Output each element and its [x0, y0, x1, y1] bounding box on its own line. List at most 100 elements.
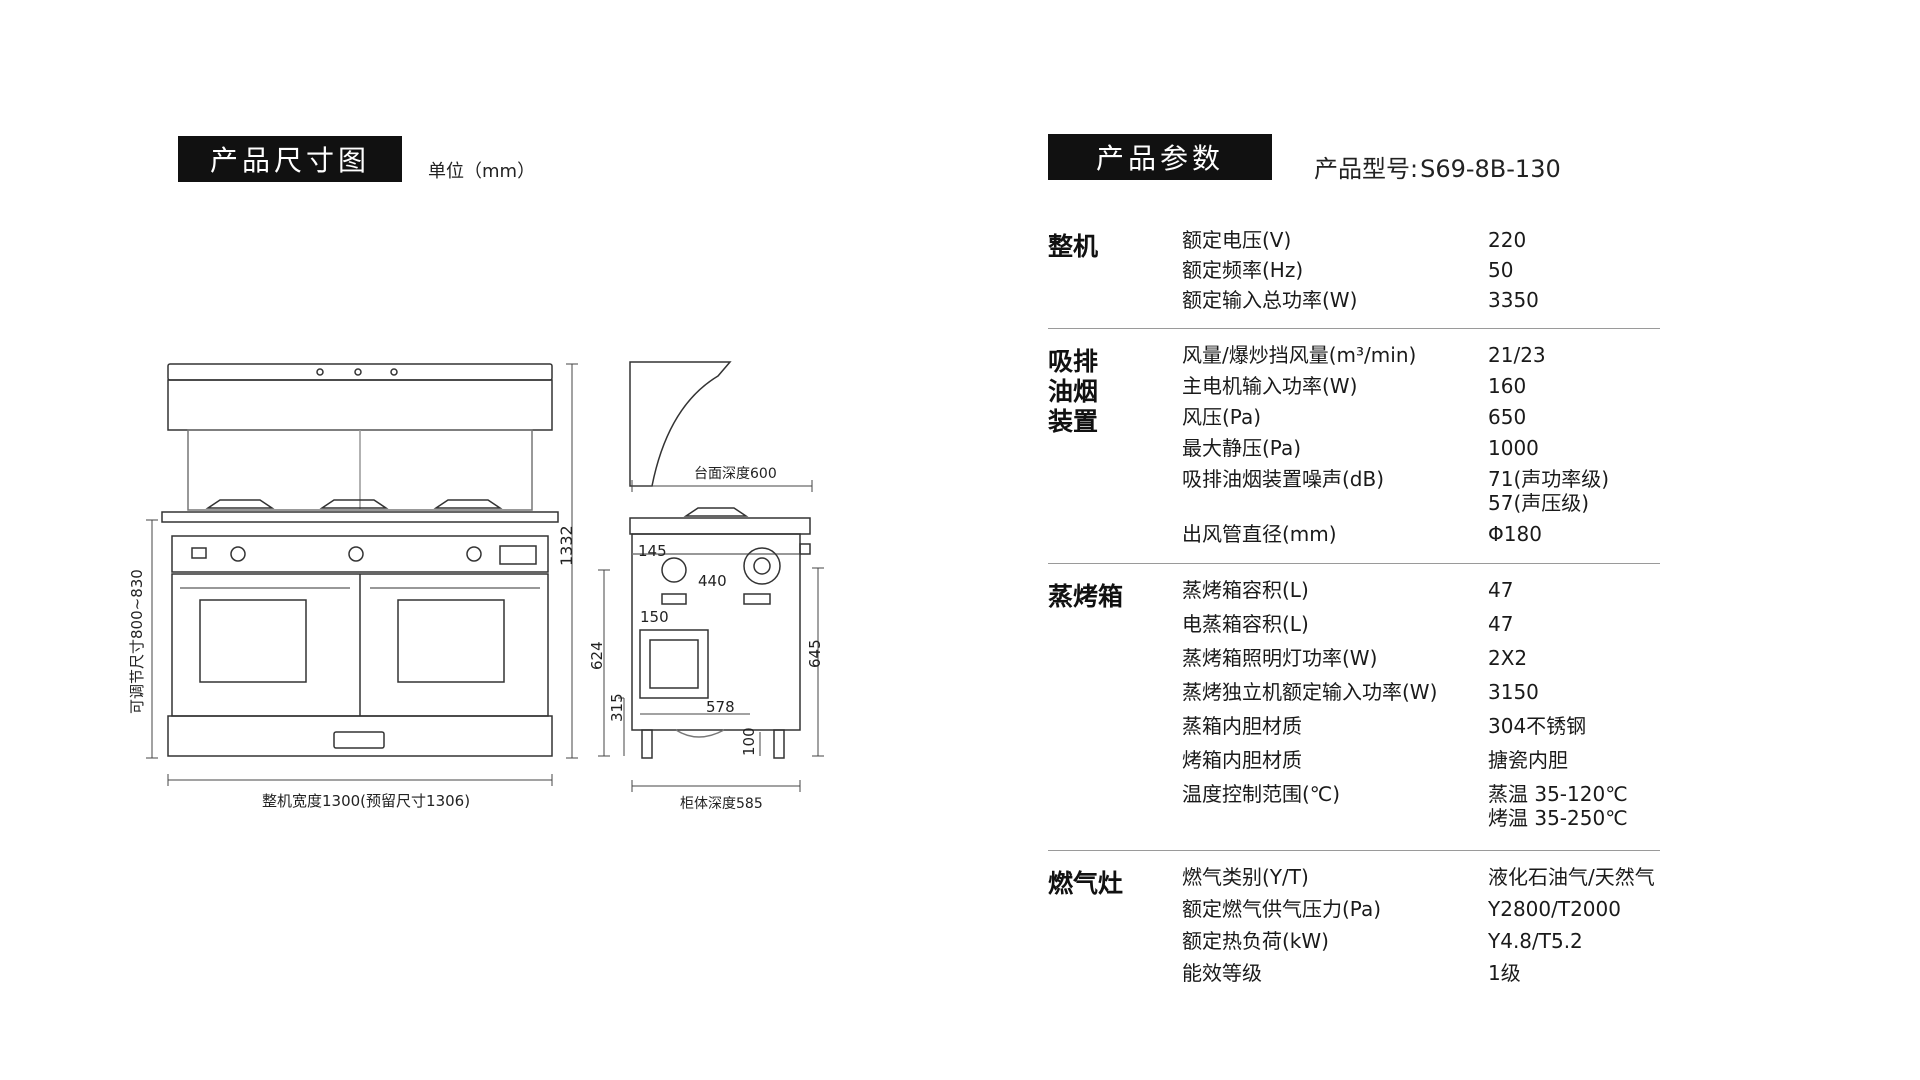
dim-100: 100	[740, 727, 758, 756]
spec-row: 出风管直径(mm) Φ180	[1182, 522, 1660, 546]
spec-label: 额定电压(V)	[1182, 228, 1292, 252]
side-view	[629, 361, 811, 759]
gas-inlet-icon	[661, 557, 687, 583]
spec-value: 2X2	[1488, 646, 1528, 670]
leg-icon	[773, 729, 785, 759]
spec-row: 蒸烤箱容积(L)47	[1182, 578, 1660, 602]
hood-button-icon	[354, 368, 362, 376]
spec-label: 烤箱内胆材质	[1182, 748, 1302, 772]
dim-315: 315	[608, 693, 626, 722]
spec-value: 3150	[1488, 680, 1539, 704]
hood-top	[167, 363, 553, 381]
spec-value: 液化石油气/天然气	[1488, 865, 1655, 889]
spec-value: 304不锈钢	[1488, 714, 1587, 738]
spec-label: 出风管直径(mm)	[1182, 522, 1337, 546]
spec-label: 吸排油烟装置噪声(dB)	[1182, 467, 1385, 491]
spec-value: 21/23	[1488, 343, 1546, 367]
spec-value: Y4.8/T5.2	[1488, 929, 1583, 953]
spec-value: Y2800/T2000	[1488, 897, 1621, 921]
oven-door-left	[199, 599, 307, 683]
adjustable-height-label: 可调节尺寸800~830	[128, 569, 146, 714]
model-value: S69-8B-130	[1420, 155, 1561, 183]
dim-440: 440	[698, 572, 727, 590]
spec-value: 220	[1488, 228, 1527, 252]
dim-150: 150	[640, 608, 669, 626]
spec-label: 最大静压(Pa)	[1182, 436, 1302, 460]
knob-icon	[466, 546, 482, 562]
exhaust-outlet-icon	[743, 547, 781, 585]
spec-table: 整机 额定电压(V)220 额定频率(Hz)50 额定输入总功率(W)3350 …	[1048, 228, 1660, 1017]
spec-row: 蒸烤独立机额定输入功率(W) 3150	[1182, 680, 1660, 704]
spec-value: 搪瓷内胆	[1488, 748, 1568, 772]
spec-section-gas-stove: 燃气灶 燃气类别(Y/T) 液化石油气/天然气 额定燃气供气压力(Pa) Y2800…	[1048, 865, 1660, 1003]
spec-row: 风量/爆炒挡风量(m³/min) 21/23	[1182, 343, 1660, 367]
dim-624: 624	[588, 641, 606, 670]
oven-door-right	[397, 599, 505, 683]
spec-category: 蒸烤箱	[1048, 582, 1124, 611]
knob-icon	[230, 546, 246, 562]
parameters-title: 产品参数	[1048, 134, 1272, 180]
spec-category: 燃气灶	[1048, 869, 1124, 898]
spec-label: 主电机输入功率(W)	[1182, 374, 1358, 398]
spec-value: 50	[1488, 258, 1514, 282]
spec-label: 蒸箱内胆材质	[1182, 714, 1302, 738]
burner-right-icon	[433, 499, 503, 509]
spec-row: 烤箱内胆材质 搪瓷内胆	[1182, 748, 1660, 772]
display-panel	[499, 545, 537, 565]
model-number: 产品型号:S69-8B-130	[1312, 149, 1561, 184]
spec-row: 能效等级 1级	[1182, 961, 1660, 985]
dim-145: 145	[638, 542, 667, 560]
burner-left-icon	[205, 499, 275, 509]
spec-row: 电蒸箱容积(L)47	[1182, 612, 1660, 636]
spec-row: 蒸箱内胆材质 304不锈钢	[1182, 714, 1660, 738]
cabinet-side	[631, 533, 801, 731]
oven-frame	[171, 573, 549, 717]
spec-row: 蒸烤箱照明灯功率(W) 2X2	[1182, 646, 1660, 670]
spec-label: 电蒸箱容积(L)	[1182, 612, 1309, 636]
front-view	[161, 363, 559, 757]
spec-label: 蒸烤独立机额定输入功率(W)	[1182, 680, 1438, 704]
hood-front	[167, 379, 553, 431]
spec-row: 燃气类别(Y/T) 液化石油气/天然气	[1182, 865, 1660, 889]
dim-578: 578	[706, 698, 735, 716]
spec-value: 1级	[1488, 961, 1521, 985]
spec-row: 额定电压(V) 220	[1182, 228, 1660, 252]
spec-label: 能效等级	[1182, 961, 1262, 985]
duct-opening-inner	[649, 639, 699, 689]
unit-label: 单位（mm）	[428, 161, 536, 182]
spec-row: 额定输入总功率(W)3350	[1182, 288, 1660, 312]
spec-value: 47	[1488, 578, 1514, 602]
spec-category: 整机	[1048, 232, 1099, 261]
spec-category: 吸排 油烟 装置	[1048, 347, 1099, 436]
spec-value: 160	[1488, 374, 1527, 398]
dim-645: 645	[806, 639, 824, 668]
spec-row: 主电机输入功率(W) 160	[1182, 374, 1660, 398]
spec-value: 650	[1488, 405, 1527, 429]
spec-label: 风量/爆炒挡风量(m³/min)	[1182, 343, 1417, 367]
side-dimension-lines	[598, 480, 824, 792]
spec-label: 蒸烤箱照明灯功率(W)	[1182, 646, 1378, 670]
spec-value: 1000	[1488, 436, 1539, 460]
height-label: 1332	[557, 525, 576, 566]
spec-row: 额定燃气供气压力(Pa) Y2800/T2000	[1182, 897, 1660, 921]
spec-section-machine: 整机 额定电压(V) 220 额定频率(Hz) 50 额定输入总功率(W)3350	[1048, 228, 1660, 329]
model-label: 产品型号:	[1314, 155, 1419, 183]
spec-value: Φ180	[1488, 522, 1542, 546]
front-dimension-lines	[146, 363, 578, 786]
spec-row: 风压(Pa)650	[1182, 405, 1660, 429]
hood-side	[629, 361, 732, 487]
spec-label: 额定频率(Hz)	[1182, 258, 1304, 282]
spec-label: 温度控制范围(℃)	[1182, 782, 1341, 806]
knob-icon	[348, 546, 364, 562]
spec-section-steam-oven: 蒸烤箱 蒸烤箱容积(L)47 电蒸箱容积(L)47 蒸烤箱照明灯功率(W)2X2…	[1048, 578, 1660, 851]
countertop	[161, 511, 559, 523]
spec-label: 额定输入总功率(W)	[1182, 288, 1358, 312]
spec-row: 额定热负荷(kW) Y4.8/T5.2	[1182, 929, 1660, 953]
spec-value: 蒸温 35-120℃ 烤温 35-250℃	[1488, 782, 1628, 830]
spec-label: 额定热负荷(kW)	[1182, 929, 1329, 953]
spec-label: 额定燃气供气压力(Pa)	[1182, 897, 1382, 921]
leg-icon	[641, 729, 653, 759]
spec-row: 额定频率(Hz) 50	[1182, 258, 1660, 282]
spec-label: 燃气类别(Y/T)	[1182, 865, 1309, 889]
cabinet-depth-label: 柜体深度585	[680, 796, 763, 812]
